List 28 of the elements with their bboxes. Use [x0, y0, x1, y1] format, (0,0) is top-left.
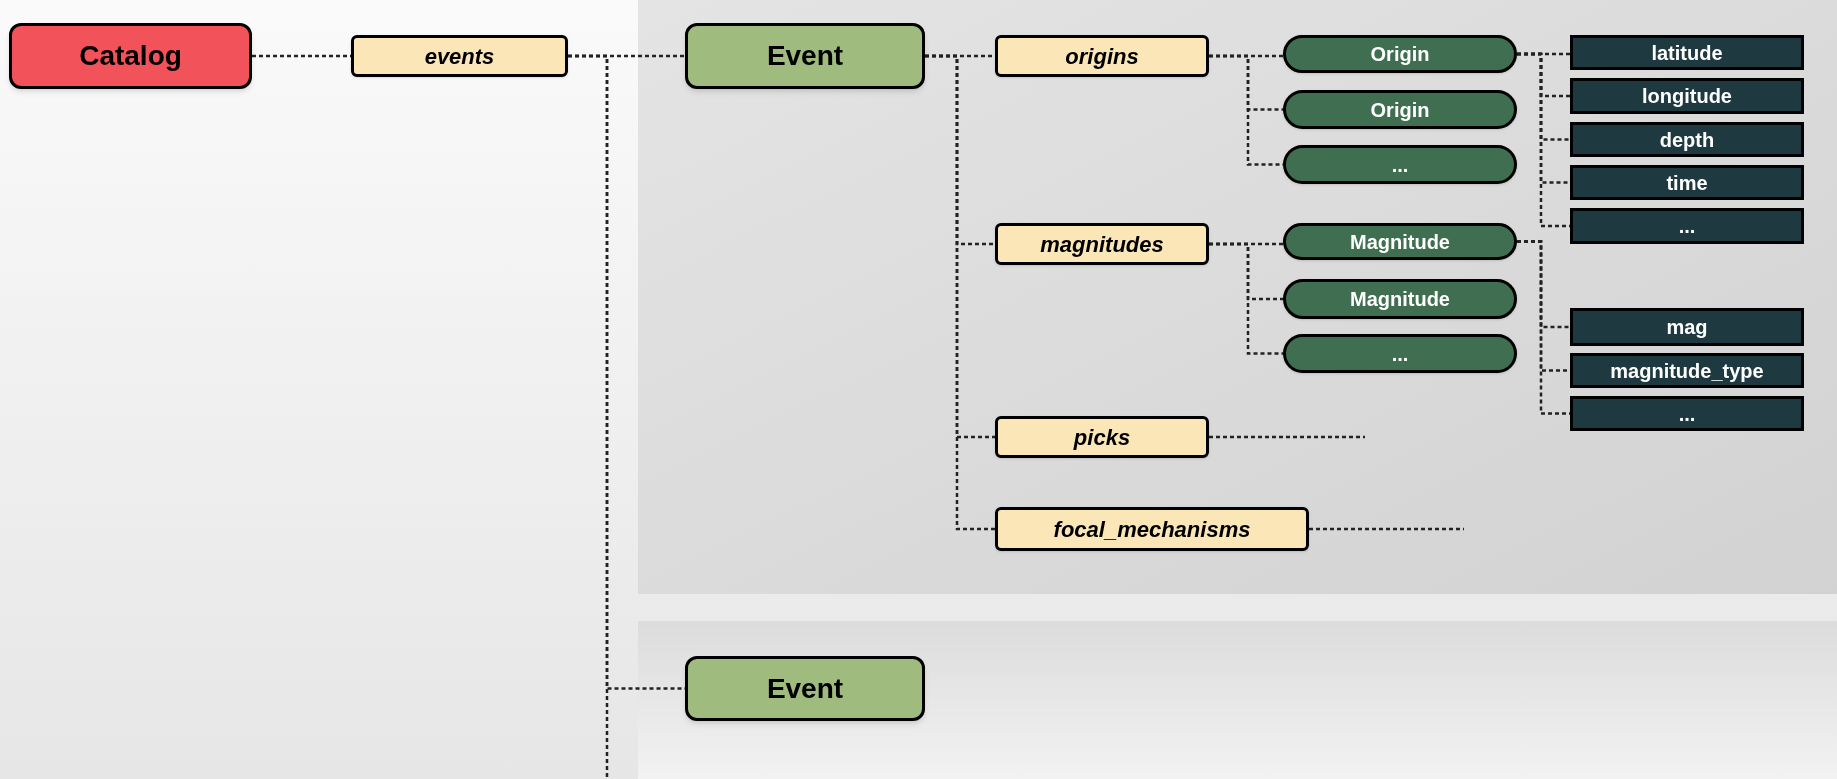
attribute-box: mag — [1570, 308, 1804, 346]
attribute-box: latitude — [1570, 35, 1804, 70]
dotted-connector — [1309, 527, 1464, 531]
item-pill: Magnitude — [1283, 279, 1517, 319]
attribute-box: depth — [1570, 122, 1804, 157]
list-box: origins — [995, 35, 1209, 77]
attribute-box: time — [1570, 165, 1804, 200]
item-pill: Origin — [1283, 90, 1517, 129]
attribute-box: longitude — [1570, 78, 1804, 114]
dotted-connector — [1209, 54, 1283, 166]
item-pill: Magnitude — [1283, 223, 1517, 260]
object-box: Event — [685, 656, 925, 721]
object-box: Event — [685, 23, 925, 89]
list-box: picks — [995, 416, 1209, 458]
dotted-connector — [1209, 435, 1365, 439]
item-pill: Origin — [1283, 35, 1517, 73]
list-box: magnitudes — [995, 223, 1209, 265]
root-box: Catalog — [9, 23, 252, 89]
attribute-box: ... — [1570, 208, 1804, 244]
item-pill: ... — [1283, 334, 1517, 373]
attribute-box: magnitude_type — [1570, 353, 1804, 388]
dotted-connector — [1209, 242, 1283, 355]
list-box: focal_mechanisms — [995, 507, 1309, 551]
item-pill: ... — [1283, 145, 1517, 184]
list-box: events — [351, 35, 568, 77]
dotted-connector — [568, 54, 609, 779]
attribute-box: ... — [1570, 396, 1804, 431]
dotted-connector — [925, 54, 995, 531]
